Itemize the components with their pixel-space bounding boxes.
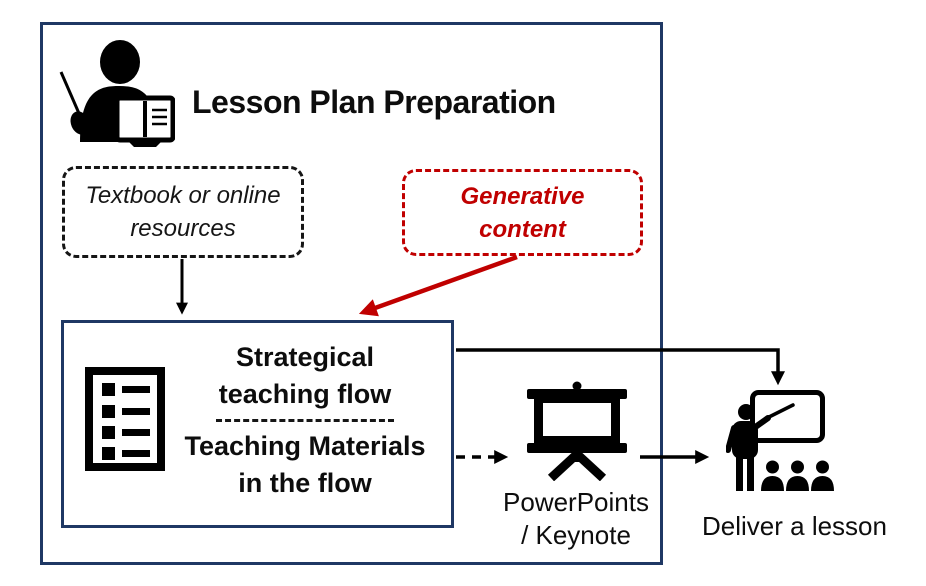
textbook-resources-line2: resources [130,215,236,242]
deliver-a-lesson-label: Deliver a lesson [702,511,887,541]
strategical-flow-line1: Strategical [235,342,375,372]
powerpoints-keynote-label: PowerPoints / Keynote [496,486,656,552]
powerpoints-label-line2: / Keynote [521,520,631,550]
teaching-materials-line2: in the flow [238,468,372,498]
teaching-materials-line1: Teaching Materials [184,431,426,461]
generative-content-box: Generative content [402,169,643,256]
textbook-resources-box: Textbook or online resources [62,166,304,258]
whiteboard-shape [750,390,825,443]
page-title: Lesson Plan Preparation [192,84,556,120]
students-shape [761,460,834,491]
dashed-divider-line [216,419,394,422]
checklist-icon [85,367,165,471]
textbook-resources-line1: Textbook or online [85,182,281,209]
generative-content-line2: content [479,215,566,243]
pointer-stick-shape [59,71,83,119]
teaching-flow-box: Strategical teaching flow Teaching Mater… [61,320,454,528]
teacher-classroom-icon [726,390,834,491]
projection-screen-icon [527,381,627,481]
powerpoints-label-line1: PowerPoints [503,487,649,517]
presenting-teacher-shape [726,403,795,491]
teaching-flow-text: Strategical teaching flow Teaching Mater… [166,339,444,502]
teacher-icon [59,40,175,147]
strategical-flow-line2: teaching flow [218,379,392,409]
open-book-shape [114,95,175,147]
generative-content-line1: Generative [460,182,585,210]
